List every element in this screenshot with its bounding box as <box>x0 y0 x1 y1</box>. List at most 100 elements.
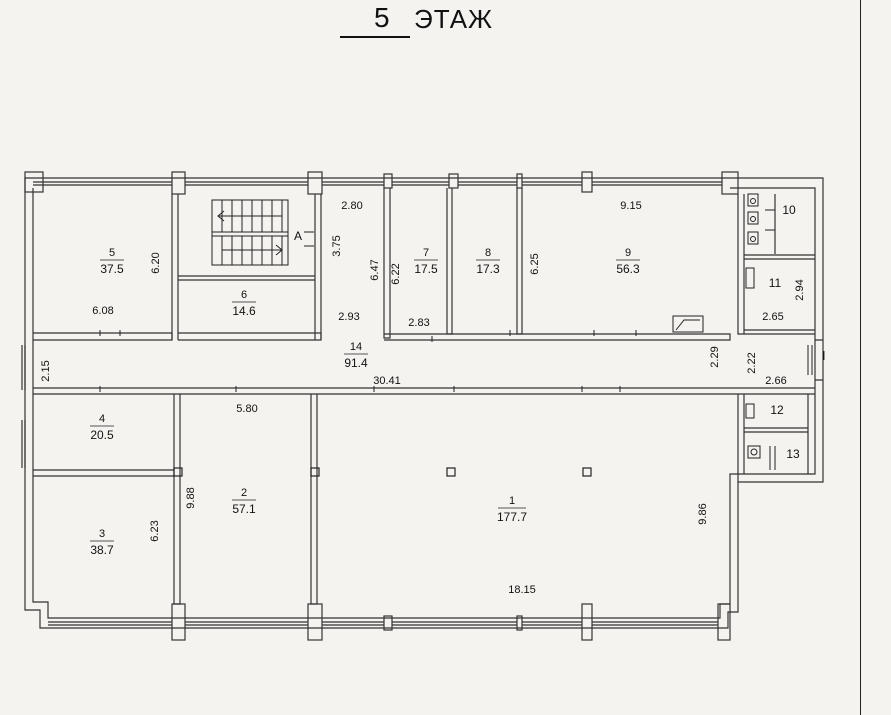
room-8-area: 17.3 <box>476 262 500 276</box>
wall-room8-9 <box>516 188 523 335</box>
pier <box>171 603 186 641</box>
dim-label: 6.25 <box>529 253 541 274</box>
left-window-lines <box>21 345 26 468</box>
stair-section-mark <box>304 231 314 247</box>
room-7-area: 17.5 <box>414 262 438 276</box>
room-8-number: 8 <box>485 247 491 259</box>
dim-label: 30.41 <box>373 375 401 387</box>
pier <box>581 603 593 641</box>
dim-label: 2.93 <box>338 311 359 323</box>
toilet-icon <box>747 193 759 207</box>
wall-room4-2 <box>173 394 181 605</box>
room-7-number: 7 <box>423 247 429 259</box>
room-4-area: 20.5 <box>90 428 114 442</box>
wall-11-corridor <box>744 329 815 335</box>
room-1-area: 177.7 <box>497 510 527 524</box>
wall-rooms-7-9-bottom <box>384 333 731 341</box>
stair-arrow-down <box>222 244 283 256</box>
dim-label: 18.15 <box>508 584 536 596</box>
right-entrance <box>815 339 823 381</box>
toilet-bowl-icon <box>750 216 756 222</box>
title-underline <box>340 36 410 38</box>
wall-room7-left <box>383 188 391 339</box>
dim-label: 2.83 <box>408 317 429 329</box>
dim-label: 2.15 <box>40 360 52 381</box>
wall-stair-right <box>314 194 322 340</box>
stair-landing <box>212 231 288 237</box>
dim-label: 6.22 <box>390 263 402 284</box>
floor-number: 5 <box>374 2 390 33</box>
pier <box>717 603 731 641</box>
pier <box>448 173 459 189</box>
wall-room2-1 <box>310 394 318 605</box>
pier <box>383 173 393 189</box>
room-1-number: 1 <box>509 495 515 507</box>
dimension-labels: 2.80 3.75 9.15 6.20 6.08 2.93 6.47 6.22 … <box>40 200 806 596</box>
room-12-number: 12 <box>770 403 784 417</box>
dim-label: 9.86 <box>697 503 709 524</box>
room-6-area: 14.6 <box>232 304 256 318</box>
dim-label: 9.15 <box>620 200 641 212</box>
dim-label: 2.29 <box>709 346 721 367</box>
room-5-area: 37.5 <box>100 262 124 276</box>
pier <box>581 171 593 193</box>
wall-12-13 <box>744 427 808 433</box>
pier <box>307 603 323 641</box>
dim-label: 2.65 <box>762 311 783 323</box>
toilet-bowl-icon <box>750 448 758 456</box>
dim-label: 3.75 <box>331 235 343 256</box>
room-14-area: 91.4 <box>344 356 368 370</box>
dim-label: 6.08 <box>92 305 113 317</box>
sink-icon <box>672 315 704 333</box>
stair-marker-label: А <box>294 229 302 243</box>
markers: А I <box>294 229 826 363</box>
page-title: 5 ЭТАЖ <box>330 0 570 44</box>
columns <box>173 467 592 477</box>
toilet-icon <box>747 231 759 245</box>
column <box>446 467 456 477</box>
sheet-border-line <box>860 0 861 715</box>
pier <box>24 171 44 193</box>
dim-label: 6.23 <box>149 520 161 541</box>
wc-partition <box>765 209 775 231</box>
room-14-number: 14 <box>350 341 362 353</box>
room-2-number: 2 <box>241 487 247 499</box>
room-13-number: 13 <box>786 447 800 461</box>
staircase <box>211 199 314 266</box>
column <box>582 467 592 477</box>
room-6-number: 6 <box>241 289 247 301</box>
room-10-number: 10 <box>782 203 796 217</box>
room-labels: 5 37.5 6 14.6 7 17.5 8 17.3 9 56.3 10 1 1… <box>90 203 800 557</box>
pier <box>307 171 323 195</box>
dim-label: 2.22 <box>746 352 758 373</box>
dim-label: 9.88 <box>185 487 197 508</box>
section-marker-label: I <box>822 348 826 363</box>
dim-label: 6.20 <box>150 252 162 273</box>
room-9-number: 9 <box>625 247 631 259</box>
pier <box>721 171 739 195</box>
floor-word: ЭТАЖ <box>414 4 494 34</box>
stair-arrow-up <box>217 210 282 222</box>
sink-icon <box>745 403 755 419</box>
wall-corridor-bottom <box>33 387 815 395</box>
room-5-number: 5 <box>109 247 115 259</box>
room-3-area: 38.7 <box>90 543 114 557</box>
room-3-number: 3 <box>99 528 105 540</box>
dim-label: 2.94 <box>794 279 806 300</box>
dim-label: 6.47 <box>369 259 381 280</box>
toilet-icon <box>747 211 759 225</box>
dim-label: 2.80 <box>341 200 362 212</box>
wall-10-11 <box>744 254 815 260</box>
wall-wc12-left <box>737 394 745 482</box>
wall-room5-right <box>171 194 179 340</box>
column <box>310 467 320 477</box>
toilet-fixtures <box>745 193 776 470</box>
wall-room5-bottom <box>33 332 173 341</box>
pier <box>516 173 523 189</box>
wall-stair-room6 <box>178 275 315 281</box>
room-9-area: 56.3 <box>616 262 640 276</box>
wall-room6-bottom <box>178 332 322 341</box>
walls <box>21 171 824 641</box>
